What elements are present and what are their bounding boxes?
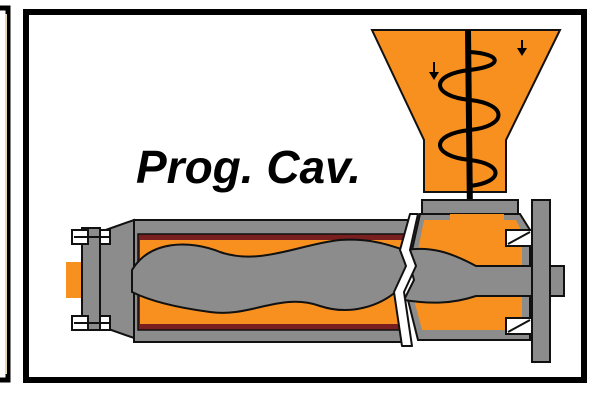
bolt-icon xyxy=(506,230,532,246)
left-adjacent-panel xyxy=(0,8,8,380)
bolt-icon xyxy=(506,318,532,334)
pump-type-label: Prog. Cav. xyxy=(136,141,361,193)
